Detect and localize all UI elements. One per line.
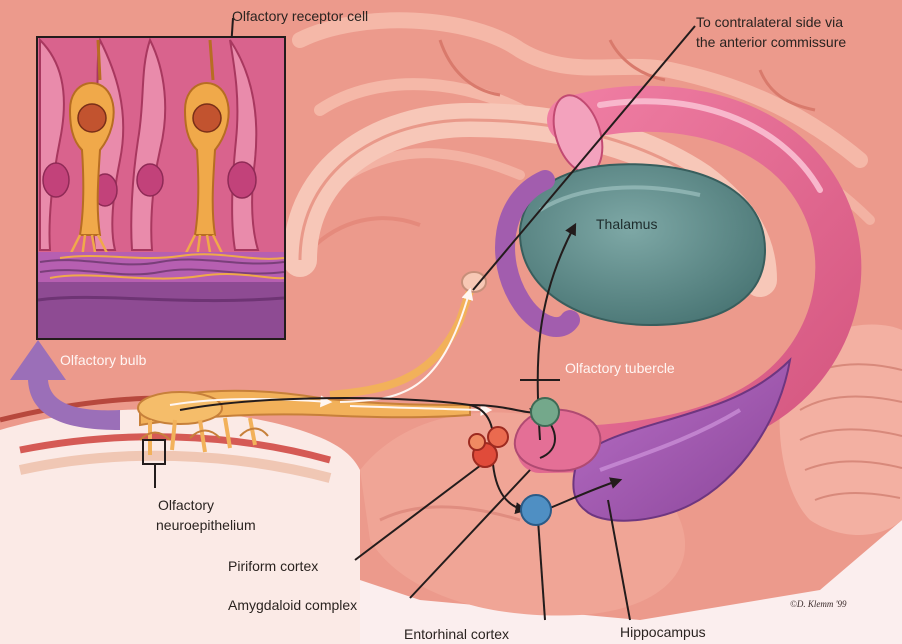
label-thalamus: Thalamus [596, 216, 657, 232]
label-olfactory-bulb: Olfactory bulb [60, 352, 146, 368]
label-olfactory-receptor-cell: Olfactory receptor cell [232, 8, 368, 24]
artist-signature: ©D. Klemm '99 [790, 596, 847, 612]
olfactory-tubercle-node [531, 398, 559, 426]
label-olfactory-neuroepithelium-line2: neuroepithelium [156, 517, 256, 533]
label-amygdaloid-complex: Amygdaloid complex [228, 597, 357, 613]
label-piriform-cortex: Piriform cortex [228, 558, 318, 574]
label-entorhinal-cortex: Entorhinal cortex [404, 626, 509, 642]
entorhinal-cortex-node [521, 495, 551, 525]
label-olfactory-neuroepithelium-line1: Olfactory [158, 497, 214, 513]
label-hippocampus: Hippocampus [620, 624, 706, 640]
receptor-cell-inset [36, 36, 286, 340]
label-contralateral-line1: To contralateral side via [696, 14, 843, 30]
label-olfactory-tubercle: Olfactory tubercle [565, 360, 675, 376]
label-contralateral-line2: the anterior commissure [696, 34, 846, 50]
